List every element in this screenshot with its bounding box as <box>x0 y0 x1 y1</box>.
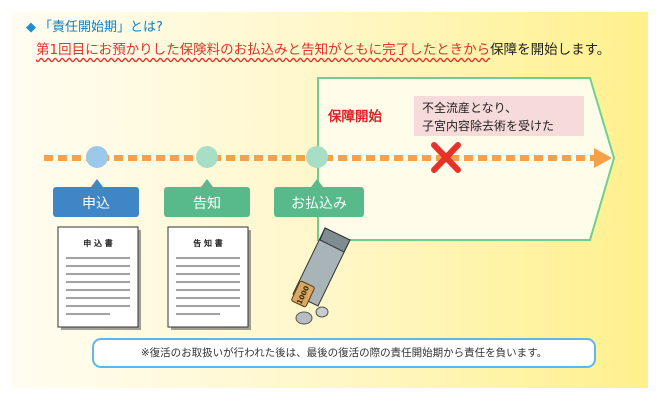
application-form-title: 申 込 書 <box>83 238 113 248</box>
timeline-arrowhead-icon <box>594 148 612 168</box>
step-label-notify: 告知 <box>193 195 221 212</box>
section-heading: ◆「責任開始期」とは? <box>26 16 163 35</box>
cross-mark-icon <box>431 142 461 173</box>
exclusion-note-line-1: 不全流産となり、 <box>422 100 517 115</box>
step-tag-notify: 告知 <box>164 179 250 217</box>
step-tag-payment: お払込み <box>274 179 364 217</box>
step-label-apply: 申込 <box>82 196 110 212</box>
exclusion-note-box <box>414 96 584 136</box>
notification-form-icon: 告 知 書 <box>167 226 251 330</box>
note-text: ※復活のお取扱いが行われた後は、最後の復活の際の責任開始期から責任を負います。 <box>140 347 548 359</box>
coverage-label: 保障開始 <box>327 108 382 125</box>
step-label-payment: お払込み <box>291 196 347 212</box>
note-callout: ※復活のお取扱いが行われた後は、最後の復活の際の責任開始期から責任を負います。 <box>92 338 596 368</box>
exclusion-note-line-2: 子宮内容除去術を受けた <box>422 118 554 133</box>
step-tag-apply: 申込 <box>53 179 139 217</box>
lead-sentence: 第1回目にお預かりした保険料のお払込みと告知がともに完了したときから保障を開始し… <box>36 40 636 60</box>
diamond-bullet-icon: ◆ <box>26 20 36 35</box>
notification-form-title: 告 知 書 <box>193 238 223 248</box>
envelope-with-money-icon: 1000 <box>291 227 351 325</box>
step-dot-payment <box>306 146 328 168</box>
step-dot-notify <box>196 146 218 168</box>
heading-text: 「責任開始期」とは? <box>39 20 163 35</box>
lead-highlight: 第1回目にお預かりした保険料のお払込みと告知がともに完了したときから <box>36 42 491 58</box>
step-dot-apply <box>86 146 108 168</box>
lead-rest: 保障を開始します。 <box>490 42 611 58</box>
coin-icon <box>295 311 313 325</box>
coin-icon <box>315 306 329 318</box>
application-form-icon: 申 込 書 <box>57 226 141 330</box>
